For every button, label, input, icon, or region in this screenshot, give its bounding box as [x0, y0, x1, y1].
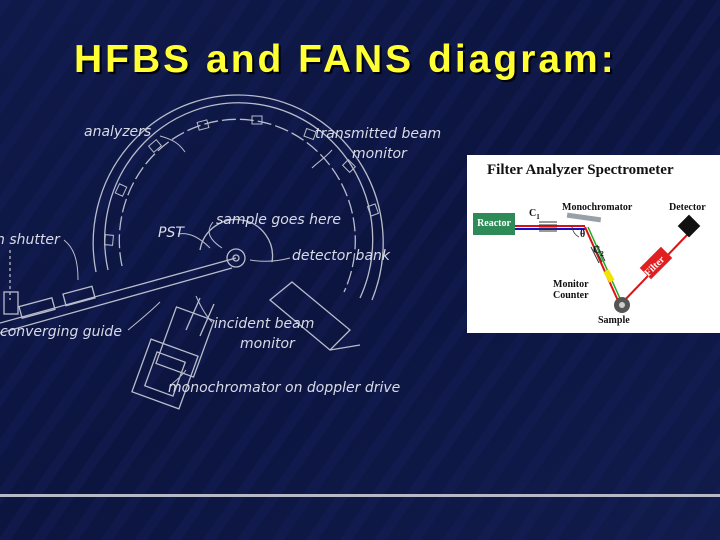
analyzer-ring-outer-2 [104, 102, 374, 299]
c2-subscript: 2 [600, 250, 604, 258]
label-detector: Detector [669, 202, 706, 213]
collimator-c2 [590, 244, 606, 264]
monochromator-housing [131, 297, 215, 410]
label-theta: θ [580, 229, 586, 240]
detector-box [677, 214, 701, 238]
label-transmitted-beam: transmitted beam [315, 126, 442, 142]
hfbs-diagram [0, 94, 384, 410]
label-monochromator-doppler: monochromator on doppler drive [168, 380, 401, 396]
label-counter: Counter [553, 290, 589, 301]
detector-arm [268, 281, 351, 351]
beam-mono-sample-red [584, 226, 620, 304]
analyzer-ring-outer [92, 94, 384, 301]
label-shutter: n shutter [0, 232, 60, 248]
label-analyzers: analyzers [84, 124, 152, 140]
label-sample: Sample [598, 315, 630, 326]
label-transmitted-beam-monitor: monitor [352, 146, 407, 162]
label-c2: C2 [593, 245, 604, 260]
label-detector-bank: detector bank [292, 248, 391, 264]
beam-mono-sample-green [587, 226, 623, 304]
c1-subscript: 1 [536, 213, 540, 221]
label-converging-guide: converging guide [0, 324, 122, 340]
converging-guide-line [0, 257, 237, 324]
slide-title: HFBS and FANS diagram: [74, 38, 617, 81]
fans-schematic [515, 212, 701, 313]
label-sample-goes-here: sample goes here [216, 212, 342, 228]
sample-position [226, 248, 246, 268]
c1-letter: C [529, 208, 537, 219]
detector-bank-ring [199, 218, 274, 263]
monitor-counter [603, 269, 615, 283]
label-monochromator: Monochromator [562, 202, 633, 213]
label-monitor: Monitor [553, 279, 589, 290]
label-pst: PST [158, 225, 184, 241]
fans-title: Filter Analyzer Spectrometer [487, 162, 674, 178]
bottom-divider [0, 494, 720, 497]
c2-letter: C [593, 245, 601, 256]
fans-diagram-panel: Filter Analyzer Spectrometer [467, 155, 720, 333]
leader-lines [63, 135, 333, 387]
analyzer-ring-inner [118, 118, 356, 293]
reactor-block: Reactor [473, 213, 515, 235]
collimator-c1 [539, 221, 557, 232]
label-incident-beam: incident beam [214, 316, 315, 332]
label-incident-beam-monitor: monitor [240, 336, 295, 352]
monochromator-crystal [566, 212, 602, 223]
analyzer-segments [104, 115, 380, 246]
filter-box [639, 246, 673, 280]
label-c1: C1 [529, 208, 540, 223]
